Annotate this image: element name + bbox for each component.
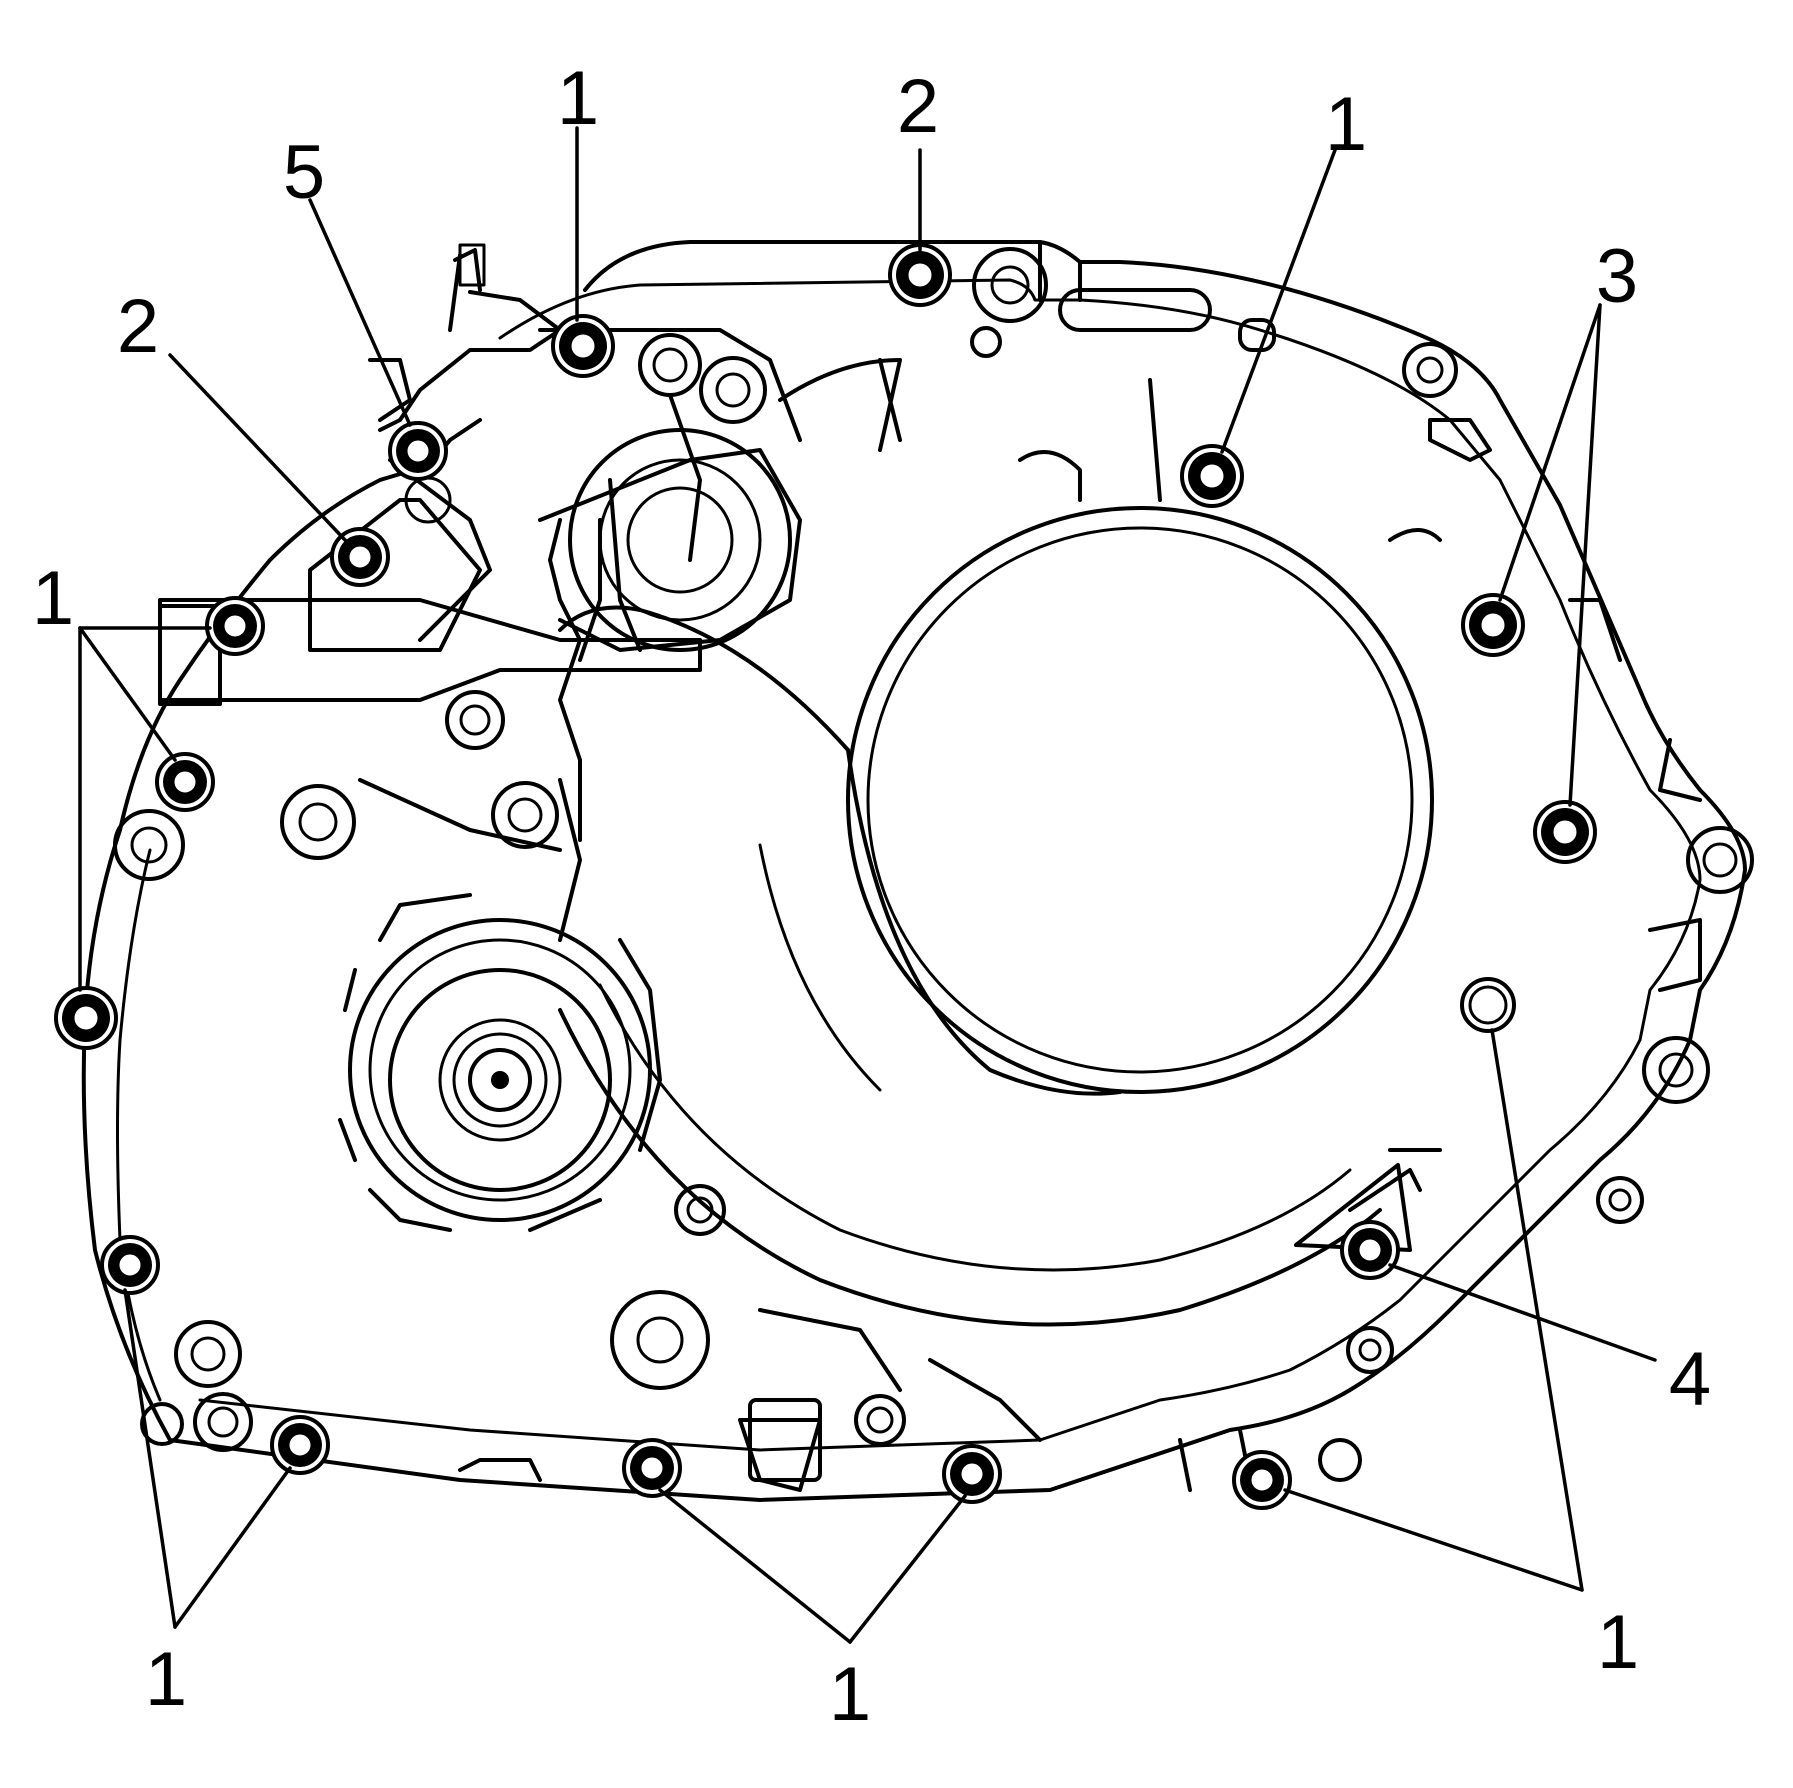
callout-1-bottomleft: 1 xyxy=(145,1637,187,1722)
callout-labels: 1 2 1 3 5 2 1 4 1 1 1 xyxy=(32,56,1711,1737)
housing-outline xyxy=(81,240,1747,1502)
callout-1-top: 1 xyxy=(557,56,599,141)
bolt-4 xyxy=(1294,1163,1412,1280)
callout-1-bottomcenter: 1 xyxy=(829,1652,871,1737)
bolt-1-bottom-b xyxy=(622,1438,682,1498)
lower-housing-features xyxy=(140,1148,1644,1492)
bolt-1-bottom-a xyxy=(270,1415,330,1475)
callout-5: 5 xyxy=(283,130,325,215)
callout-4: 4 xyxy=(1669,1337,1711,1422)
bolt-1-bottom-d xyxy=(1232,1450,1292,1510)
right-flange-features xyxy=(699,247,1754,1104)
callout-1-topright: 1 xyxy=(1325,82,1367,167)
bolt-3-lower xyxy=(1533,800,1597,864)
bolt-1-top xyxy=(551,314,615,378)
bolt-set xyxy=(54,243,1597,1510)
callout-1-left: 1 xyxy=(32,556,74,641)
bolt-1-right xyxy=(1460,977,1516,1033)
callout-2-top: 2 xyxy=(897,64,939,149)
bell-housing-bore xyxy=(558,506,1434,1327)
bolt-1-bottom-c xyxy=(942,1444,1002,1504)
shift-mechanism xyxy=(113,243,802,942)
bolt-1-left-d xyxy=(100,1235,160,1295)
leader-lines xyxy=(78,126,1657,1644)
bolt-1-left-b xyxy=(155,752,215,812)
output-shaft xyxy=(338,893,662,1232)
bolt-1-left-c xyxy=(54,986,118,1050)
callout-2-left: 2 xyxy=(117,284,159,369)
callout-3: 3 xyxy=(1596,234,1638,319)
bolt-2-left xyxy=(330,527,390,587)
bolt-1-topright xyxy=(1180,444,1244,508)
bolt-3-upper xyxy=(1461,593,1525,657)
bolt-1-left-a xyxy=(205,596,265,656)
callout-1-bottomright: 1 xyxy=(1597,1600,1639,1685)
bolt-5 xyxy=(388,421,448,481)
bolt-2-top xyxy=(888,243,952,307)
